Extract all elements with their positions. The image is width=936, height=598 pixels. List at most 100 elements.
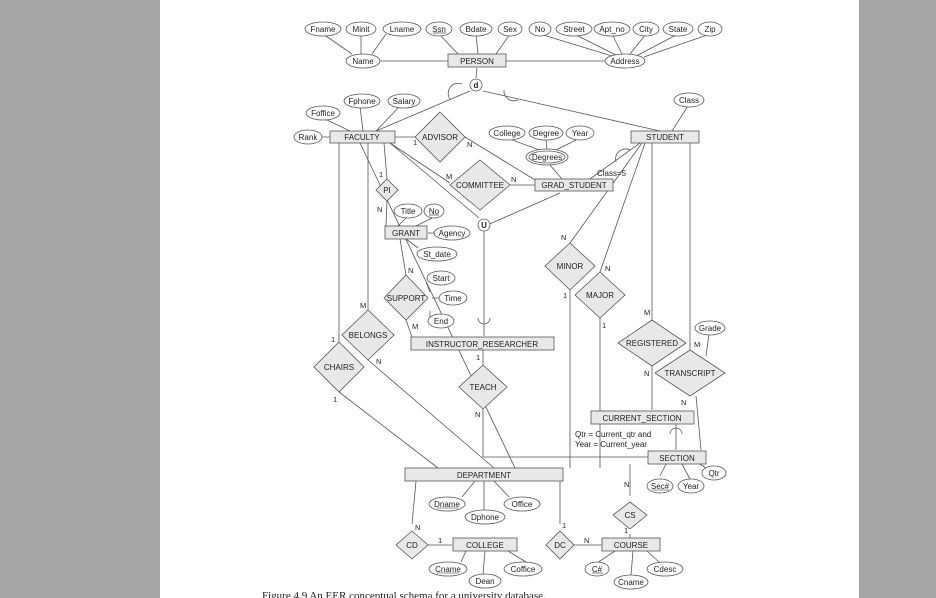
attr-no — [528, 21, 552, 37]
attr-cdesc — [646, 561, 684, 577]
annotation-year-condition: Year = Current_year — [575, 440, 647, 449]
entity-course-box — [601, 537, 661, 552]
card-major-student: N — [605, 264, 610, 273]
rel-committee: COMMITTEE — [456, 181, 504, 190]
figure-caption: Figure 4.9 An EER conceptual schema for … — [262, 590, 546, 598]
attr-address — [604, 53, 646, 69]
attr-qtr — [701, 465, 727, 481]
entity-grant-box — [384, 225, 428, 240]
card-advisor-grad: N — [467, 140, 472, 149]
attr-title-label: Title — [401, 207, 416, 216]
attr-sex-label: Sex — [503, 25, 517, 34]
attr-section-year-label: Year — [683, 482, 700, 491]
rel-support-shape — [383, 274, 429, 321]
rel-pi: PI — [383, 186, 391, 195]
attr-office — [503, 496, 541, 512]
entity-faculty-box — [329, 130, 396, 144]
attr-class-label: Class — [679, 96, 699, 105]
attr-course-cname-label: Cname — [618, 578, 644, 587]
entity-person-box — [447, 53, 507, 68]
document-page: PERSON FACULTY STUDENT GRAD_STUDENT GRAN… — [160, 0, 859, 598]
attr-fname — [304, 21, 342, 37]
attr-sec-no-label: Sec# — [651, 482, 670, 491]
entity-instructor-researcher-box — [410, 336, 555, 351]
attr-minit — [345, 21, 377, 37]
card-transcript-student: M — [694, 340, 700, 349]
rel-dc-shape — [545, 530, 575, 560]
card-chairs-dept: 1 — [333, 395, 337, 404]
card-minor-dept: 1 — [563, 291, 567, 300]
entity-section: SECTION — [659, 454, 695, 463]
attr-coffice — [503, 561, 543, 577]
entity-student-box — [630, 130, 700, 144]
attr-start-label: Start — [433, 274, 451, 283]
rel-cd-shape — [395, 530, 429, 560]
rel-cd: CD — [406, 541, 418, 550]
annotation-qtr-condition: Qtr = Current_qtr and — [575, 430, 651, 439]
attr-name — [345, 53, 381, 69]
card-cs-course: 1 — [624, 526, 628, 535]
rel-chairs: CHAIRS — [324, 363, 354, 372]
entity-grad-student-box — [534, 178, 614, 192]
attr-rank — [293, 129, 323, 145]
attr-agency-label: Agency — [439, 229, 466, 238]
rel-transcript-shape — [654, 349, 726, 397]
rel-registered: REGISTERED — [626, 339, 678, 348]
attr-grade-label: Grade — [699, 324, 722, 333]
attr-foffice — [305, 105, 341, 121]
attr-ssn — [425, 21, 453, 37]
attr-sec-no — [646, 478, 674, 494]
attr-city — [632, 21, 660, 37]
rel-minor-shape — [544, 242, 596, 291]
attr-grant-no — [423, 203, 445, 219]
entity-student: STUDENT — [646, 133, 684, 142]
attr-bdate-label: Bdate — [466, 25, 487, 34]
attr-c-no — [584, 561, 610, 577]
attr-degrees-label: Degrees — [532, 153, 562, 162]
rel-cs: CS — [624, 511, 635, 520]
attr-bdate — [459, 21, 493, 37]
rel-transcript: TRANSCRIPT — [664, 369, 715, 378]
attr-end-label: End — [434, 317, 448, 326]
attr-lname-label: Lname — [390, 25, 415, 34]
entity-person: PERSON — [460, 57, 494, 66]
rel-major-shape — [574, 271, 626, 319]
attr-c-no-label: C# — [592, 565, 603, 574]
attr-address-label: Address — [610, 57, 639, 66]
attr-salary-label: Salary — [393, 97, 416, 106]
attr-foffice-label: Foffice — [311, 109, 335, 118]
card-pi-faculty: 1 — [379, 170, 383, 179]
card-committee-grad: N — [511, 175, 516, 184]
entity-section-box — [647, 450, 707, 465]
rel-advisor: ADVISOR — [422, 133, 458, 142]
attr-apt-no-label: Apt_no — [599, 25, 625, 34]
attr-dname-label: Dname — [434, 500, 460, 509]
attr-cname — [428, 561, 468, 577]
attr-cname-label: Cname — [435, 565, 461, 574]
rel-teach: TEACH — [469, 383, 496, 392]
attr-state — [662, 21, 694, 37]
rel-dc: DC — [554, 541, 566, 550]
rel-pi-shape — [375, 178, 399, 202]
attr-coffice-label: Coffice — [511, 565, 536, 574]
attr-class — [673, 92, 705, 108]
rel-cs-shape — [612, 501, 648, 530]
union-symbol: U — [481, 221, 487, 230]
entity-college: COLLEGE — [466, 541, 504, 550]
attr-zip-label: Zip — [704, 25, 716, 34]
entity-department-box — [404, 467, 564, 482]
attr-street-label: Street — [563, 25, 585, 34]
entity-college-box — [452, 537, 518, 552]
attr-dean-label: Dean — [475, 577, 494, 586]
card-registered-section: N — [644, 369, 649, 378]
card-teach-ir: 1 — [476, 353, 480, 362]
attr-dphone — [464, 509, 506, 525]
attr-fname-label: Fname — [311, 25, 336, 34]
attr-sex — [497, 21, 523, 37]
attr-college — [488, 125, 526, 141]
card-cd-dept: N — [415, 523, 420, 532]
rel-advisor-shape — [414, 111, 466, 163]
card-teach-section: N — [475, 410, 480, 419]
card-dc-dept: 1 — [562, 521, 566, 530]
card-cs-section: N — [624, 480, 629, 489]
